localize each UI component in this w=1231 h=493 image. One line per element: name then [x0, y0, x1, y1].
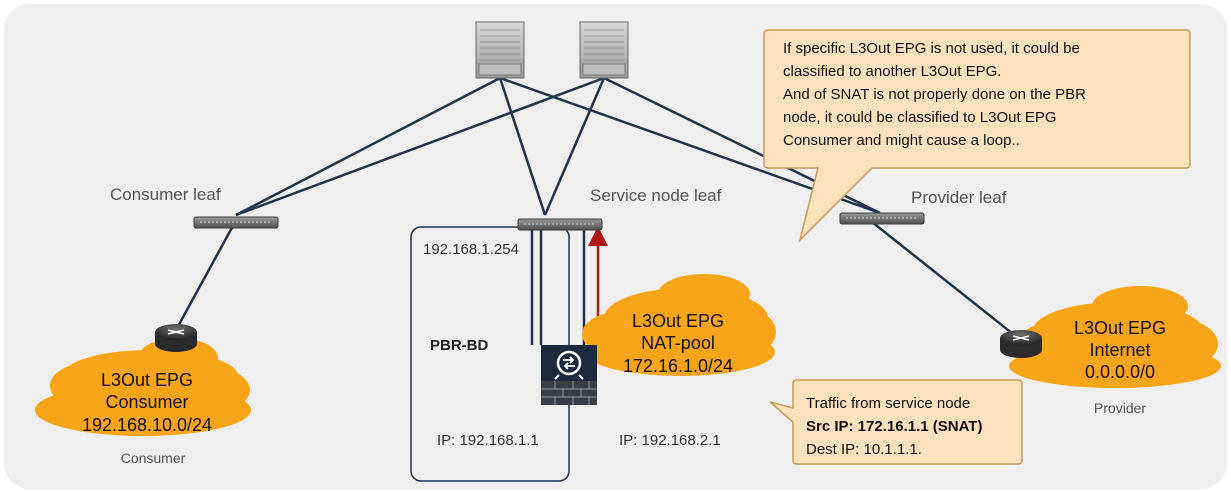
provider-caption: Provider — [1094, 400, 1146, 416]
consumer-router-icon — [155, 324, 197, 352]
link-spine2-consumer-leaf — [235, 76, 605, 217]
bottom-callout-line-1: Traffic from service node — [806, 395, 970, 412]
link-spine1-service-leaf — [498, 77, 547, 216]
bd-gateway-ip-label: 192.168.1.254 — [423, 241, 519, 258]
spine-switch-1 — [475, 21, 525, 79]
service-node-ip-label: IP: 192.168.1.1 — [437, 432, 539, 449]
nat-cloud-line-2: NAT-pool — [641, 333, 715, 353]
access-links — [174, 221, 1019, 339]
internet-epg-cloud — [1009, 286, 1221, 388]
consumer-epg-cloud — [35, 338, 251, 436]
nat-pool-epg-cloud — [582, 274, 776, 376]
bottom-callout-line-3: Dest IP: 10.1.1.1. — [806, 441, 922, 458]
link-spine2-service-leaf — [543, 77, 606, 216]
bottom-callout-line-2: Src IP: 172.16.1.1 (SNAT) — [806, 418, 982, 435]
top-callout-line-2: classified to another L3Out EPG. — [783, 63, 1001, 80]
top-callout-line-5: Consumer and might cause a loop.. — [783, 132, 1020, 149]
top-callout-line-4: node, it could be classified to L3Out EP… — [783, 109, 1057, 126]
service-node-outside-ip-label: IP: 192.168.2.1 — [619, 432, 721, 449]
provider-leaf-switch-icon — [839, 212, 925, 225]
top-callout-line-3: And of SNAT is not properly done on the … — [783, 86, 1086, 103]
service-node-leaf-label: Service node leaf — [590, 186, 722, 205]
pbr-bd-label: PBR-BD — [430, 337, 488, 354]
consumer-cloud-line-2: Consumer — [105, 392, 188, 412]
link-provider-leaf-router — [871, 221, 1019, 339]
nat-cloud-line-1: L3Out EPG — [632, 311, 724, 331]
top-callout-line-1: If specific L3Out EPG is not used, it co… — [783, 40, 1080, 57]
consumer-caption: Consumer — [121, 450, 186, 466]
consumer-leaf-switch-icon — [193, 216, 279, 229]
nat-cloud-line-3: 172.16.1.0/24 — [623, 356, 733, 376]
internet-cloud-line-2: Internet — [1089, 340, 1150, 360]
service-node-links — [530, 228, 586, 345]
service-leaf-switch-icon — [517, 218, 603, 231]
consumer-leaf-label: Consumer leaf — [110, 185, 221, 204]
consumer-cloud-line-1: L3Out EPG — [101, 370, 193, 390]
provider-router-icon — [1000, 330, 1042, 358]
bottom-callout-box — [769, 379, 1023, 465]
top-callout-box — [763, 29, 1191, 243]
link-consumer-leaf-router — [174, 223, 236, 331]
firewall-icon — [541, 345, 597, 405]
link-spine1-consumer-leaf — [235, 76, 501, 217]
spine-switch-2 — [579, 21, 629, 79]
internet-cloud-line-3: 0.0.0.0/0 — [1085, 362, 1155, 382]
provider-leaf-label: Provider leaf — [911, 188, 1007, 207]
internet-cloud-line-1: L3Out EPG — [1074, 318, 1166, 338]
consumer-cloud-line-3: 192.168.10.0/24 — [82, 415, 212, 435]
